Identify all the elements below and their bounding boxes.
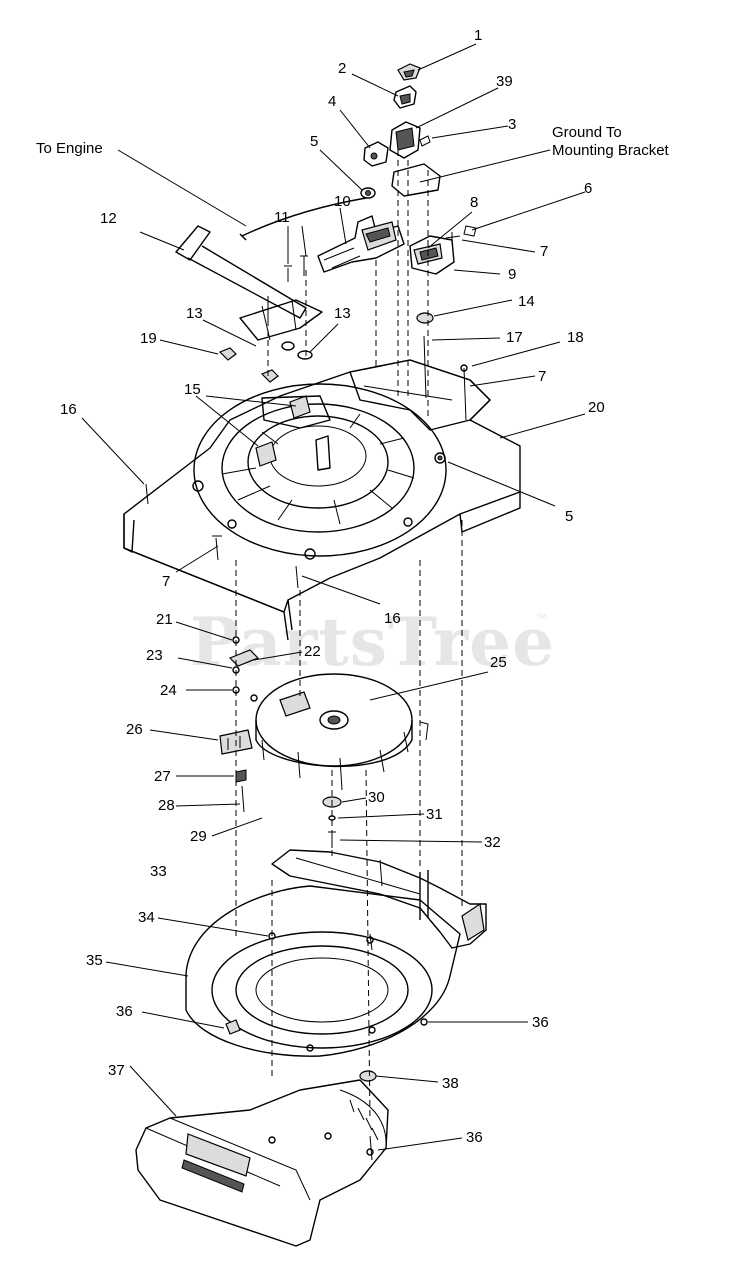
part-label-13b: 13 (334, 305, 351, 322)
part-label-38: 38 (442, 1075, 459, 1092)
part-label-36b: 36 (532, 1014, 549, 1031)
part-label-4: 4 (328, 93, 336, 110)
ground-label-line1: Ground To (552, 124, 622, 141)
partstree-watermark: PartsTree ™ (190, 603, 555, 681)
part-label-18: 18 (567, 329, 584, 346)
part-label-14: 14 (518, 293, 535, 310)
part-label-16b: 16 (384, 610, 401, 627)
part-label-23: 23 (146, 647, 163, 664)
part-label-17: 17 (506, 329, 523, 346)
part-label-37: 37 (108, 1062, 125, 1079)
part-label-3: 3 (508, 116, 516, 133)
part-label-39: 39 (496, 73, 513, 90)
part-label-9: 9 (508, 266, 516, 283)
part-label-10: 10 (334, 193, 351, 210)
part-label-2: 2 (338, 60, 346, 77)
part-label-12: 12 (100, 210, 117, 227)
part-label-7c: 7 (162, 573, 170, 590)
part-label-33: 33 (150, 863, 167, 880)
handle-bracket-part-12 (175, 225, 323, 383)
part-label-20: 20 (588, 399, 605, 416)
part-label-35: 35 (86, 952, 103, 969)
part-label-7: 7 (540, 243, 548, 260)
chute-arm-part-33 (271, 849, 487, 949)
to-engine-label: To Engine (36, 140, 103, 157)
part-label-7b: 7 (538, 368, 546, 385)
leader-lines (81, 43, 586, 1151)
part-label-22: 22 (304, 643, 321, 660)
ground-label-line2: Mounting Bracket (552, 142, 670, 159)
part-label-26: 26 (126, 721, 143, 738)
part-label-31: 31 (426, 806, 443, 823)
part-label-21: 21 (156, 611, 173, 628)
part-label-15: 15 (184, 381, 201, 398)
part-label-25: 25 (490, 654, 507, 671)
alignment-lines (235, 150, 463, 1121)
part-label-1: 1 (474, 27, 482, 44)
part-label-36c: 36 (466, 1129, 483, 1146)
impeller-part-25 (255, 673, 429, 791)
svg-text:™: ™ (535, 611, 547, 625)
part-label-28: 28 (158, 797, 175, 814)
svg-text:PartsTree: PartsTree (190, 603, 555, 681)
bottom-cover-part-37 (135, 1079, 389, 1247)
part-number-labels: 1 2 39 3 4 5 10 8 6 7 9 11 12 13 13 14 1… (60, 27, 605, 1146)
part-label-32: 32 (484, 834, 501, 851)
part-label-30: 30 (368, 789, 385, 806)
part-label-5b: 5 (565, 508, 573, 525)
part-label-13a: 13 (186, 305, 203, 322)
part-label-24: 24 (160, 682, 177, 699)
part-label-8: 8 (470, 194, 478, 211)
callout-labels: To Engine Ground To Mounting Bracket (36, 124, 670, 159)
part-label-27: 27 (154, 768, 171, 785)
part-label-19: 19 (140, 330, 157, 347)
switch-assembly (239, 63, 477, 421)
part-label-34: 34 (138, 909, 155, 926)
lower-housing-part-35 (185, 885, 461, 1082)
part-label-5: 5 (310, 133, 318, 150)
part-label-6: 6 (584, 180, 592, 197)
housing-part-20 (123, 359, 521, 641)
part-label-29: 29 (190, 828, 207, 845)
part-label-36a: 36 (116, 1003, 133, 1020)
part-label-11: 11 (274, 209, 290, 226)
part-label-16a: 16 (60, 401, 77, 418)
